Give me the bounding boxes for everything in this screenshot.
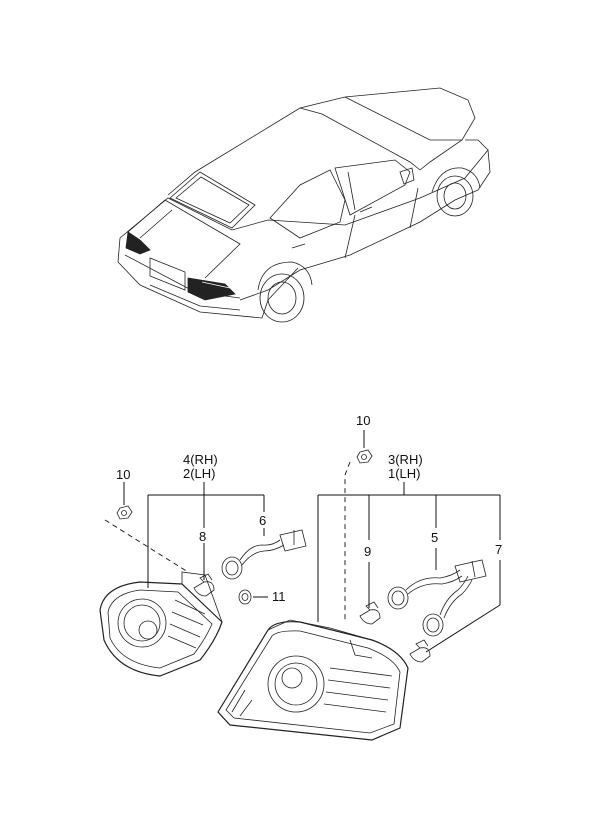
bulb-right-part — [359, 601, 381, 625]
callout-labels: 4(RH) 2(LH) 3(RH) 1(LH) 10 10 8 6 11 9 5… — [116, 413, 502, 604]
nut-right-part — [356, 449, 373, 464]
callout-socket-harness-left: 6 — [259, 513, 266, 528]
callout-left-assembly-lh: 2(LH) — [183, 466, 216, 481]
callout-nut-left: 10 — [116, 467, 130, 482]
callout-grommet: 11 — [272, 589, 286, 604]
grommet-part — [238, 589, 252, 605]
vehicle-illustration — [117, 87, 491, 323]
callout-right-assembly-lh: 1(LH) — [388, 466, 421, 481]
callout-bulb-right: 9 — [364, 544, 371, 559]
callout-nut-right: 10 — [356, 413, 370, 428]
socket-harness-right-part — [387, 559, 487, 637]
callout-bulb-side: 7 — [495, 542, 502, 557]
callout-right-assembly-rh: 3(RH) — [388, 452, 423, 467]
socket-harness-left-part — [221, 529, 307, 580]
leader-lines — [104, 430, 501, 653]
nut-left-part — [116, 505, 133, 520]
callout-bulb-left: 8 — [199, 529, 206, 544]
callout-left-assembly-rh: 4(RH) — [183, 452, 218, 467]
callout-socket-harness-right: 5 — [431, 530, 438, 545]
inner-tail-lamp-housing — [99, 571, 223, 677]
outer-tail-lamp-housing — [217, 619, 409, 741]
bulb-side-part — [409, 639, 431, 663]
